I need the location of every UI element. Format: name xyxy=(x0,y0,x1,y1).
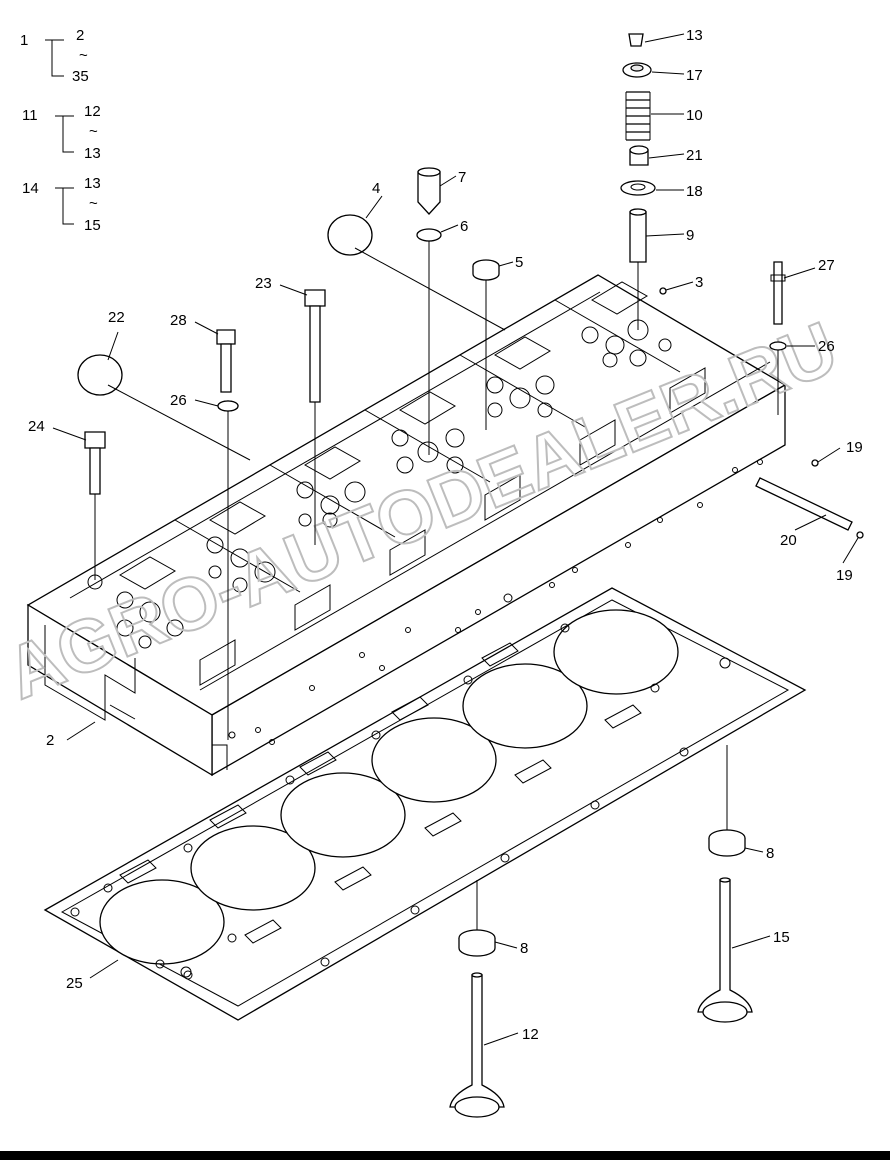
part-23-bolt xyxy=(304,289,326,545)
callout-22: 22 xyxy=(108,309,125,326)
group-to-label: 13 xyxy=(84,145,101,162)
part-8-insert-upper xyxy=(708,745,746,857)
group-sep-label: ~ xyxy=(79,47,88,64)
group-from-label: 12 xyxy=(84,103,101,120)
callout-17: 17 xyxy=(686,67,703,84)
callout-6: 6 xyxy=(460,218,468,235)
bottom-bar xyxy=(0,1151,890,1160)
part-24-bolt xyxy=(84,431,106,580)
callout-24: 24 xyxy=(28,418,45,435)
group-from-label: 13 xyxy=(84,175,101,192)
callout-27: 27 xyxy=(818,257,835,274)
group-bracket-1: 1 2 ~ 35 xyxy=(20,27,89,85)
part-22-plug xyxy=(77,354,251,461)
callout-8-lower: 8 xyxy=(520,940,528,957)
part-9-guide xyxy=(629,208,647,330)
callout-4: 4 xyxy=(372,180,380,197)
callout-21: 21 xyxy=(686,147,703,164)
callout-7: 7 xyxy=(458,169,466,186)
part-15-valve xyxy=(697,877,753,1023)
group-sep-label: ~ xyxy=(89,195,98,212)
group-parent-label: 1 xyxy=(20,32,28,49)
callout-23: 23 xyxy=(255,275,272,292)
leader-lines xyxy=(52,33,859,1046)
part-17-retainer xyxy=(622,62,652,78)
callout-19-upper: 19 xyxy=(846,439,863,456)
head-gasket xyxy=(43,587,807,1021)
part-10-spring xyxy=(625,91,651,141)
group-from-label: 2 xyxy=(76,27,84,44)
part-27-stud xyxy=(769,261,787,415)
callout-26-right: 26 xyxy=(818,338,835,355)
callout-28: 28 xyxy=(170,312,187,329)
callout-12: 12 xyxy=(522,1026,539,1043)
callout-labels: 13 17 10 21 18 9 3 7 6 5 4 27 26 19 20 1… xyxy=(28,27,863,1043)
callout-19-lower: 19 xyxy=(836,567,853,584)
callout-20: 20 xyxy=(780,532,797,549)
part-5-seal xyxy=(472,259,500,430)
group-to-label: 35 xyxy=(72,68,89,85)
group-sep-label: ~ xyxy=(89,123,98,140)
callout-9: 9 xyxy=(686,227,694,244)
callout-2: 2 xyxy=(46,732,54,749)
part-26-washer xyxy=(217,400,239,412)
group-bracket-14: 14 13 ~ 15 xyxy=(22,175,101,234)
part-13-collet xyxy=(628,33,644,47)
part-8-insert-lower xyxy=(458,880,496,957)
group-parent-label: 11 xyxy=(22,107,38,124)
part-18-washer xyxy=(620,180,656,196)
part-4-plug xyxy=(327,214,506,331)
group-to-label: 15 xyxy=(84,217,101,234)
callout-8-upper: 8 xyxy=(766,845,774,862)
callout-3: 3 xyxy=(695,274,703,291)
part-21-valve-seal xyxy=(629,145,649,166)
callout-25: 25 xyxy=(66,975,83,992)
callout-18: 18 xyxy=(686,183,703,200)
group-bracket-11: 11 12 ~ 13 xyxy=(22,103,101,162)
callout-13: 13 xyxy=(686,27,703,44)
group-parent-label: 14 xyxy=(22,180,39,197)
callout-10: 10 xyxy=(686,107,703,124)
part-12-valve xyxy=(449,972,505,1118)
part-20-tube xyxy=(755,459,864,539)
callout-26-left: 26 xyxy=(170,392,187,409)
callout-15: 15 xyxy=(773,929,790,946)
callout-5: 5 xyxy=(515,254,523,271)
cylinder-head xyxy=(26,274,787,777)
part-7-sleeve xyxy=(416,167,442,455)
part-3-plug xyxy=(659,287,667,295)
